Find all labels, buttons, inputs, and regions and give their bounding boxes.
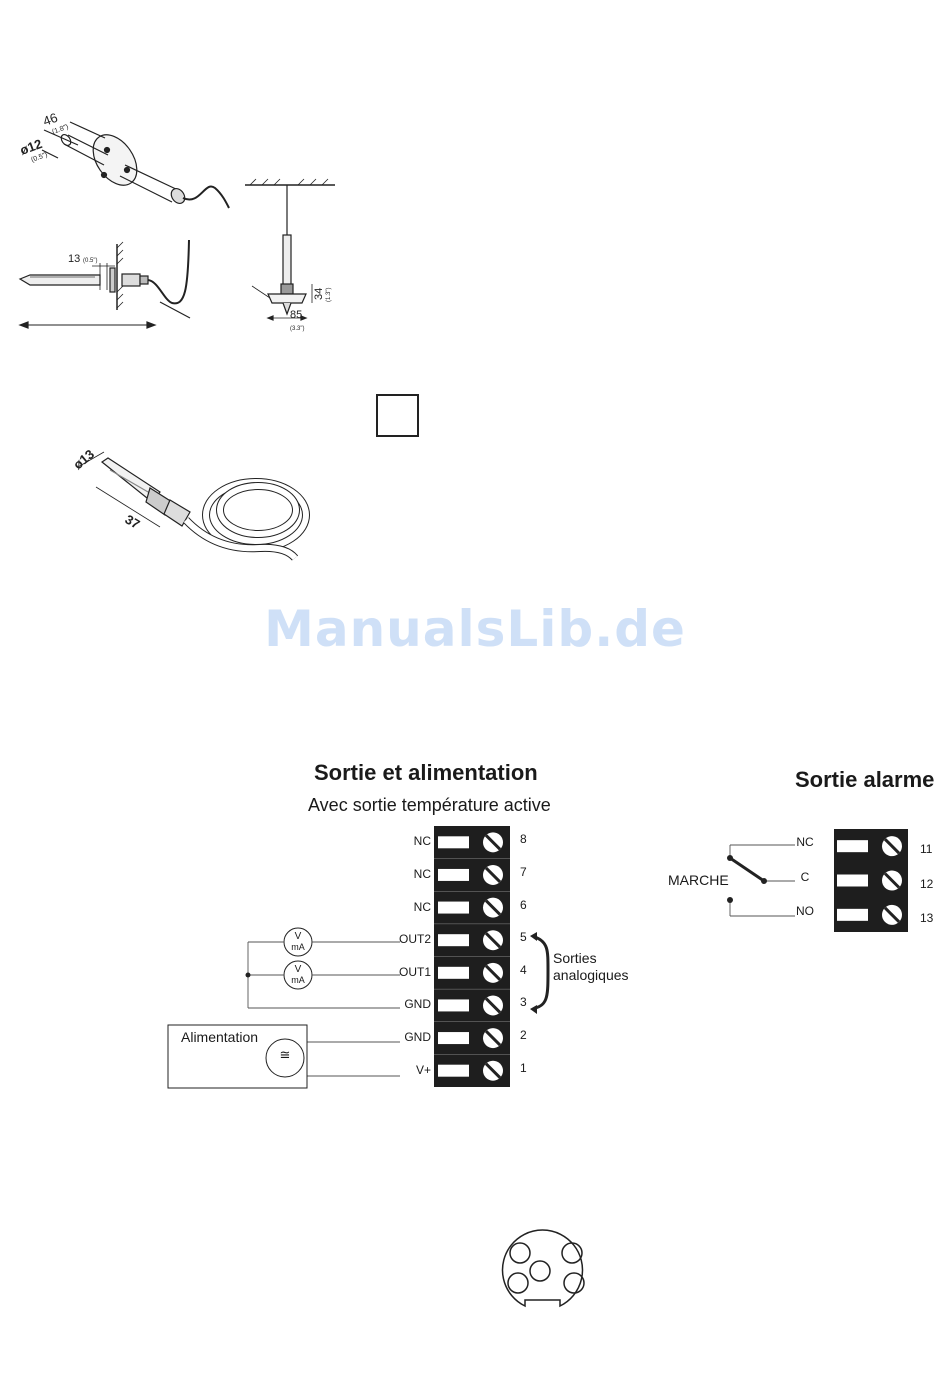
terminal-slot — [438, 1065, 469, 1077]
alarm-terminal-number: 11 — [920, 842, 932, 856]
terminal-slot — [438, 902, 469, 914]
terminal-slot — [837, 875, 868, 887]
alarm-terminal-label: NC — [790, 835, 820, 849]
analog-outputs-label-2: analogiques — [553, 967, 629, 983]
output-terminal-number: 3 — [520, 995, 527, 1009]
output-terminal-number: 8 — [520, 832, 527, 846]
power-supply-label: Alimentation — [181, 1029, 258, 1045]
dim-85-in: (3.3") — [290, 326, 304, 332]
output-terminal-label: NC — [370, 867, 431, 881]
probe-flange-drawing — [42, 122, 229, 208]
output-terminal-label: NC — [370, 834, 431, 848]
meter-out2-label-ma: mA — [289, 942, 307, 952]
dim-13-in: (0.5") — [83, 258, 97, 264]
analog-outputs-label-1: Sorties — [553, 950, 597, 966]
terminal-slot — [438, 836, 469, 848]
alarm-terminal-number: 13 — [920, 911, 933, 925]
output-terminal-label: V+ — [370, 1063, 431, 1077]
terminal-slot — [438, 967, 469, 979]
output-terminal-label: NC — [370, 900, 431, 914]
output-terminal-number: 6 — [520, 898, 527, 912]
dim-46: 46 — [41, 110, 60, 129]
output-terminal-label: GND — [370, 1030, 431, 1044]
output-terminal-number: 4 — [520, 963, 527, 977]
meter-out1-label-ma: mA — [289, 975, 307, 985]
connector-cable-drawing — [78, 452, 306, 558]
meter-out1-label-v: V — [292, 964, 304, 975]
terminal-slot — [438, 1032, 469, 1044]
output-terminal-number: 5 — [520, 930, 527, 944]
alarm-terminal-number: 12 — [920, 877, 933, 891]
dim-13: 13 — [68, 253, 80, 265]
meter-out2-label-v: V — [292, 931, 304, 942]
output-terminal-number: 7 — [520, 865, 527, 879]
dim-85: 85 — [290, 309, 302, 321]
connector-pinout — [503, 1230, 584, 1306]
alarm-terminal-label: NO — [790, 904, 820, 918]
dim-dia13: ø13 — [70, 446, 97, 472]
alarm-switch-label: MARCHE — [668, 872, 729, 888]
output-terminal-number: 1 — [520, 1061, 527, 1075]
output-wiring — [168, 826, 548, 1088]
output-terminal-label: OUT1 — [370, 965, 431, 979]
output-terminal-label: GND — [370, 997, 431, 1011]
output-terminal-label: OUT2 — [370, 932, 431, 946]
terminal-slot — [438, 869, 469, 881]
dim-34: 34 — [313, 288, 325, 300]
probe-wall-drawing — [20, 240, 190, 328]
alarm-terminal-label: C — [790, 870, 820, 884]
terminal-slot — [837, 909, 868, 921]
output-terminal-number: 2 — [520, 1028, 527, 1042]
dim-34-in: (1.3") — [326, 288, 332, 302]
terminal-slot — [438, 999, 469, 1011]
terminal-slot — [438, 934, 469, 946]
power-symbol: ≅ — [276, 1047, 294, 1063]
terminal-slot — [837, 840, 868, 852]
